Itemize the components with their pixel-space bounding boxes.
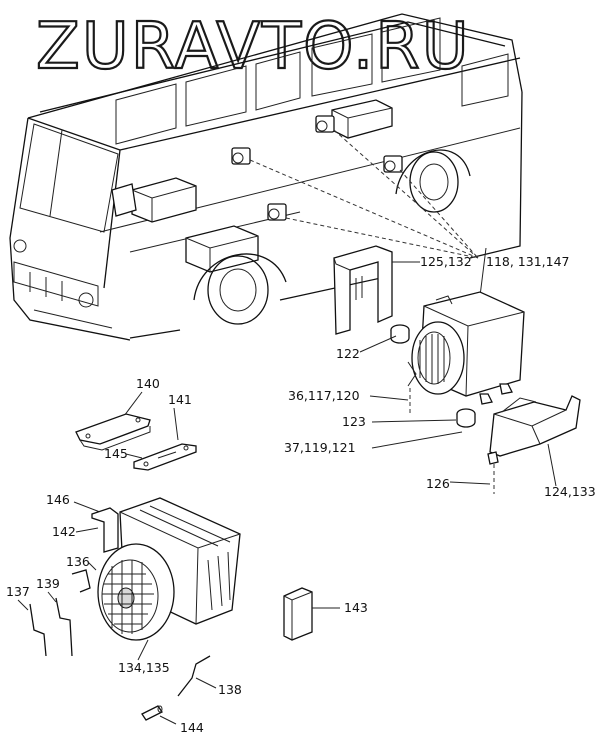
callout-37-119-121: 37,119,121 bbox=[284, 440, 356, 455]
callout-143: 143 bbox=[344, 600, 368, 615]
plate-141 bbox=[133, 443, 197, 471]
hose-136 bbox=[71, 569, 91, 593]
callout-139: 139 bbox=[36, 576, 60, 591]
callout-137: 137 bbox=[6, 584, 30, 599]
bracket-143 bbox=[283, 587, 313, 641]
callout-125-132: 125,132 bbox=[420, 254, 472, 269]
grommet-122 bbox=[390, 324, 410, 344]
callout-145: 145 bbox=[104, 446, 128, 461]
heater-118 bbox=[407, 291, 525, 405]
bracket-124-133 bbox=[487, 395, 581, 465]
callout-146: 146 bbox=[46, 492, 70, 507]
callout-36-117-120: 36,117,120 bbox=[288, 388, 360, 403]
callout-122: 122 bbox=[336, 346, 360, 361]
callout-140: 140 bbox=[136, 376, 160, 391]
callout-142: 142 bbox=[52, 524, 76, 539]
heater-unit-b bbox=[315, 115, 335, 133]
heater-unit-c bbox=[383, 155, 403, 173]
bus-illustration bbox=[9, 13, 523, 341]
heater-unit-a bbox=[231, 147, 251, 165]
sleeve-144 bbox=[141, 705, 163, 721]
callout-124-133: 124,133 bbox=[544, 484, 596, 499]
callout-134-135: 134,135 bbox=[118, 660, 170, 675]
callout-118-131-147: 118, 131,147 bbox=[486, 254, 570, 269]
watermark-text: ZURAVTO.RU bbox=[36, 10, 471, 84]
heater-unit-d bbox=[267, 203, 287, 221]
hose-138 bbox=[177, 655, 211, 697]
plate-140 bbox=[75, 413, 151, 451]
callout-136: 136 bbox=[66, 554, 90, 569]
callout-126: 126 bbox=[426, 476, 450, 491]
callout-141: 141 bbox=[168, 392, 192, 407]
blower-134-135 bbox=[91, 497, 241, 641]
hose-139 bbox=[55, 597, 73, 657]
callout-138: 138 bbox=[218, 682, 242, 697]
callout-123: 123 bbox=[342, 414, 366, 429]
grommet-123 bbox=[456, 408, 476, 428]
bracket-125-132 bbox=[333, 245, 393, 335]
hose-137 bbox=[29, 603, 47, 657]
callout-144: 144 bbox=[180, 720, 204, 735]
